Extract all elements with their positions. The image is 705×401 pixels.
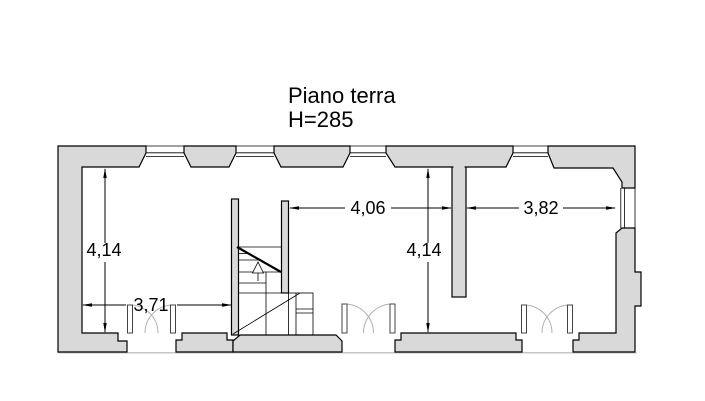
arrowhead-icon (466, 206, 476, 210)
door2-right-leaf (389, 303, 396, 334)
staircase (232, 246, 314, 336)
top-wall-pier-3 (273, 145, 351, 168)
dim-center-height-label: 4,14 (406, 240, 441, 260)
arrowhead-icon (426, 323, 430, 333)
door-swing-arcs (129, 303, 571, 334)
arrowhead-icon (426, 168, 430, 178)
threshold-lines (58, 352, 637, 354)
dimension-lines: 4,14 3,71 4,06 4,14 3,82 (82, 168, 616, 333)
door1-right-swing-arc (144, 304, 174, 334)
interior-partition-wall (451, 165, 467, 298)
top-wall-pier-4 (385, 145, 514, 168)
top-wall-pier-2 (183, 145, 237, 168)
stair-direction-arrow-icon (251, 261, 265, 274)
plan-title-line1: Piano terra (288, 83, 396, 108)
top-right-corner-wall (547, 145, 636, 189)
arrowhead-icon (289, 206, 299, 210)
stair-wall-left (230, 198, 240, 336)
window-glazing (146, 152, 625, 228)
stair-landing-box (288, 292, 314, 336)
door3-right-leaf (567, 304, 573, 334)
right-wall (572, 227, 642, 353)
arrowhead-icon (442, 206, 452, 210)
door1-left-swing-arc (129, 304, 159, 334)
stair-wall-right (280, 200, 290, 294)
stair-break-line (236, 246, 282, 273)
wall-junction-mask (453, 165, 465, 169)
bottom-wall-pier-4 (394, 332, 523, 353)
doors (127, 303, 573, 334)
door3-left-swing-arc (523, 304, 553, 334)
door2-left-swing-arc (344, 303, 374, 334)
door1-left-leaf (127, 304, 133, 334)
arrowhead-icon (222, 303, 232, 307)
door2-right-swing-arc (363, 303, 393, 334)
arrowhead-icon (103, 168, 107, 178)
dim-left-height-label: 4,14 (86, 240, 121, 260)
dim-right-width-label: 3,82 (523, 198, 558, 218)
dim-left-width-label: 3,71 (133, 295, 168, 315)
door3-left-leaf (521, 304, 527, 334)
stair-winder-diagonal (232, 292, 301, 335)
dim-center-width-label: 4,06 (350, 198, 385, 218)
arrowhead-icon (103, 323, 107, 333)
walls (57, 145, 642, 353)
arrowhead-icon (82, 303, 92, 307)
bottom-wall-pier-2 (175, 332, 234, 353)
door2-left-leaf (341, 303, 348, 334)
left-wall (57, 145, 147, 353)
stair-exit-sill (232, 334, 343, 353)
door1-right-leaf (170, 304, 176, 334)
door3-right-swing-arc (541, 304, 571, 334)
plan-title-line2: H=285 (288, 107, 353, 132)
arrowhead-icon (606, 206, 616, 210)
plan-title: Piano terra H=285 (288, 83, 396, 132)
